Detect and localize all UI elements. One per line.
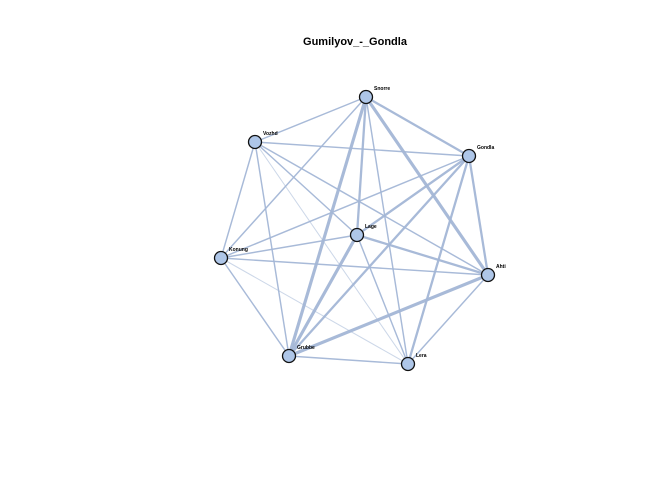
node-label-lera: Lera	[416, 353, 427, 359]
edge-layer	[220, 95, 490, 366]
node-label-snorre: Snorre	[374, 86, 390, 92]
edge-snorre-gondla	[364, 95, 471, 158]
edge-vozhd-lera	[254, 141, 409, 365]
edge-gondla-lage	[355, 154, 471, 237]
edge-vozhd-ahti	[254, 141, 489, 276]
node-snorre	[358, 89, 374, 105]
edge-snorre-grubbe	[287, 95, 368, 358]
node-layer: SnorreVozhdGondlaLageKonungAhtiGrubbeLer…	[213, 86, 506, 372]
node-konung	[213, 250, 229, 266]
node-label-gondla: Gondla	[477, 145, 494, 151]
edge-grubbe-lera	[288, 355, 409, 365]
node-lage	[349, 227, 365, 243]
node-gondla	[461, 148, 477, 164]
edge-gondla-grubbe	[287, 154, 471, 358]
edge-lage-konung	[220, 234, 358, 259]
edge-konung-lera	[220, 257, 409, 365]
node-ahti	[480, 267, 496, 283]
edge-ahti-grubbe	[287, 273, 490, 358]
edge-snorre-lera	[365, 96, 409, 365]
node-grubbe	[281, 348, 297, 364]
edge-lage-ahti	[355, 233, 490, 277]
edge-gondla-ahti	[467, 154, 490, 277]
node-vozhd	[247, 134, 263, 150]
node-label-vozhd: Vozhd	[263, 131, 278, 137]
edge-lage-lera	[356, 234, 409, 365]
node-label-lage: Lage	[365, 224, 377, 230]
edge-snorre-vozhd	[254, 96, 367, 143]
node-label-ahti: Ahti	[496, 264, 506, 270]
edge-vozhd-gondla	[254, 141, 470, 157]
node-lera	[400, 356, 416, 372]
edge-konung-ahti	[220, 257, 489, 276]
edge-gondla-konung	[220, 155, 470, 259]
edge-lage-grubbe	[287, 233, 359, 358]
edge-snorre-lage	[355, 95, 368, 237]
graph-title: Gumilyov_-_Gondla	[303, 36, 408, 48]
node-label-konung: Konung	[229, 247, 248, 253]
edge-vozhd-lage	[254, 141, 358, 236]
edge-ahti-lera	[407, 274, 489, 365]
edge-vozhd-konung	[220, 141, 256, 259]
edge-konung-grubbe	[220, 257, 290, 357]
node-label-grubbe: Grubbe	[297, 345, 315, 351]
